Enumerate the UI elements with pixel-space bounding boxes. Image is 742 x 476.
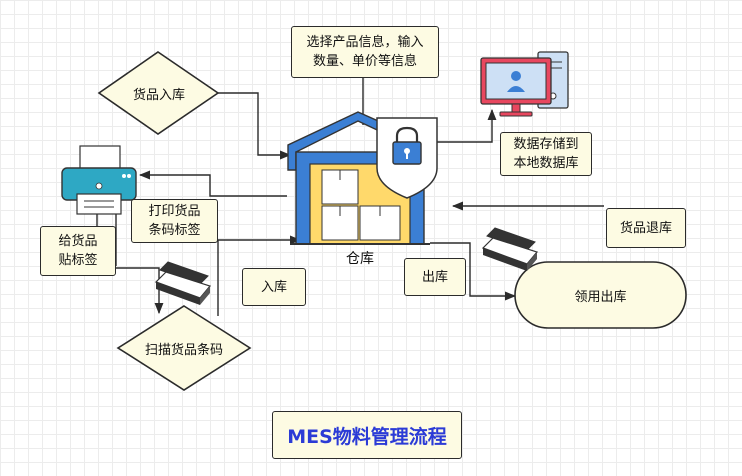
requisition-stadium (514, 261, 687, 329)
lock-shield-icon (376, 117, 438, 199)
printer-icon (61, 145, 137, 215)
scan-code-label: 扫描货品条码 (144, 343, 223, 358)
arrow-warehouse-to-computer (432, 108, 497, 143)
arrow-warehouse-to-requisition (430, 242, 517, 301)
return-goods-box: 货品退库 (606, 208, 686, 248)
data-store-box: 数据存储到 本地数据库 (500, 132, 592, 176)
arrow-warehouse-to-printer (138, 170, 287, 197)
goods-in-label: 货品入库 (132, 88, 185, 103)
computer-icon (480, 51, 569, 117)
in-stock-box: 入库 (242, 268, 306, 306)
out-stock-box: 出库 (404, 258, 466, 296)
arrow-goods-in-to-warehouse (218, 92, 292, 160)
stick-label-box: 给货品 贴标签 (40, 226, 116, 276)
select-info-box: 选择产品信息，输入 数量、单价等信息 (291, 26, 439, 78)
scanner-icon-left (154, 261, 212, 305)
scanner-icon-right (481, 227, 539, 271)
warehouse-label: 仓库 (346, 251, 374, 267)
diagram-title: MES物料管理流程 (287, 425, 447, 448)
scan-code-diamond (116, 305, 252, 391)
goods-in-diamond (97, 51, 220, 135)
requisition-out-label: 领用出库 (574, 290, 627, 305)
title-box: MES物料管理流程 (272, 411, 462, 459)
print-label-box: 打印货品 条码标签 (131, 199, 218, 243)
arrow-scan-to-warehouse (217, 235, 302, 316)
